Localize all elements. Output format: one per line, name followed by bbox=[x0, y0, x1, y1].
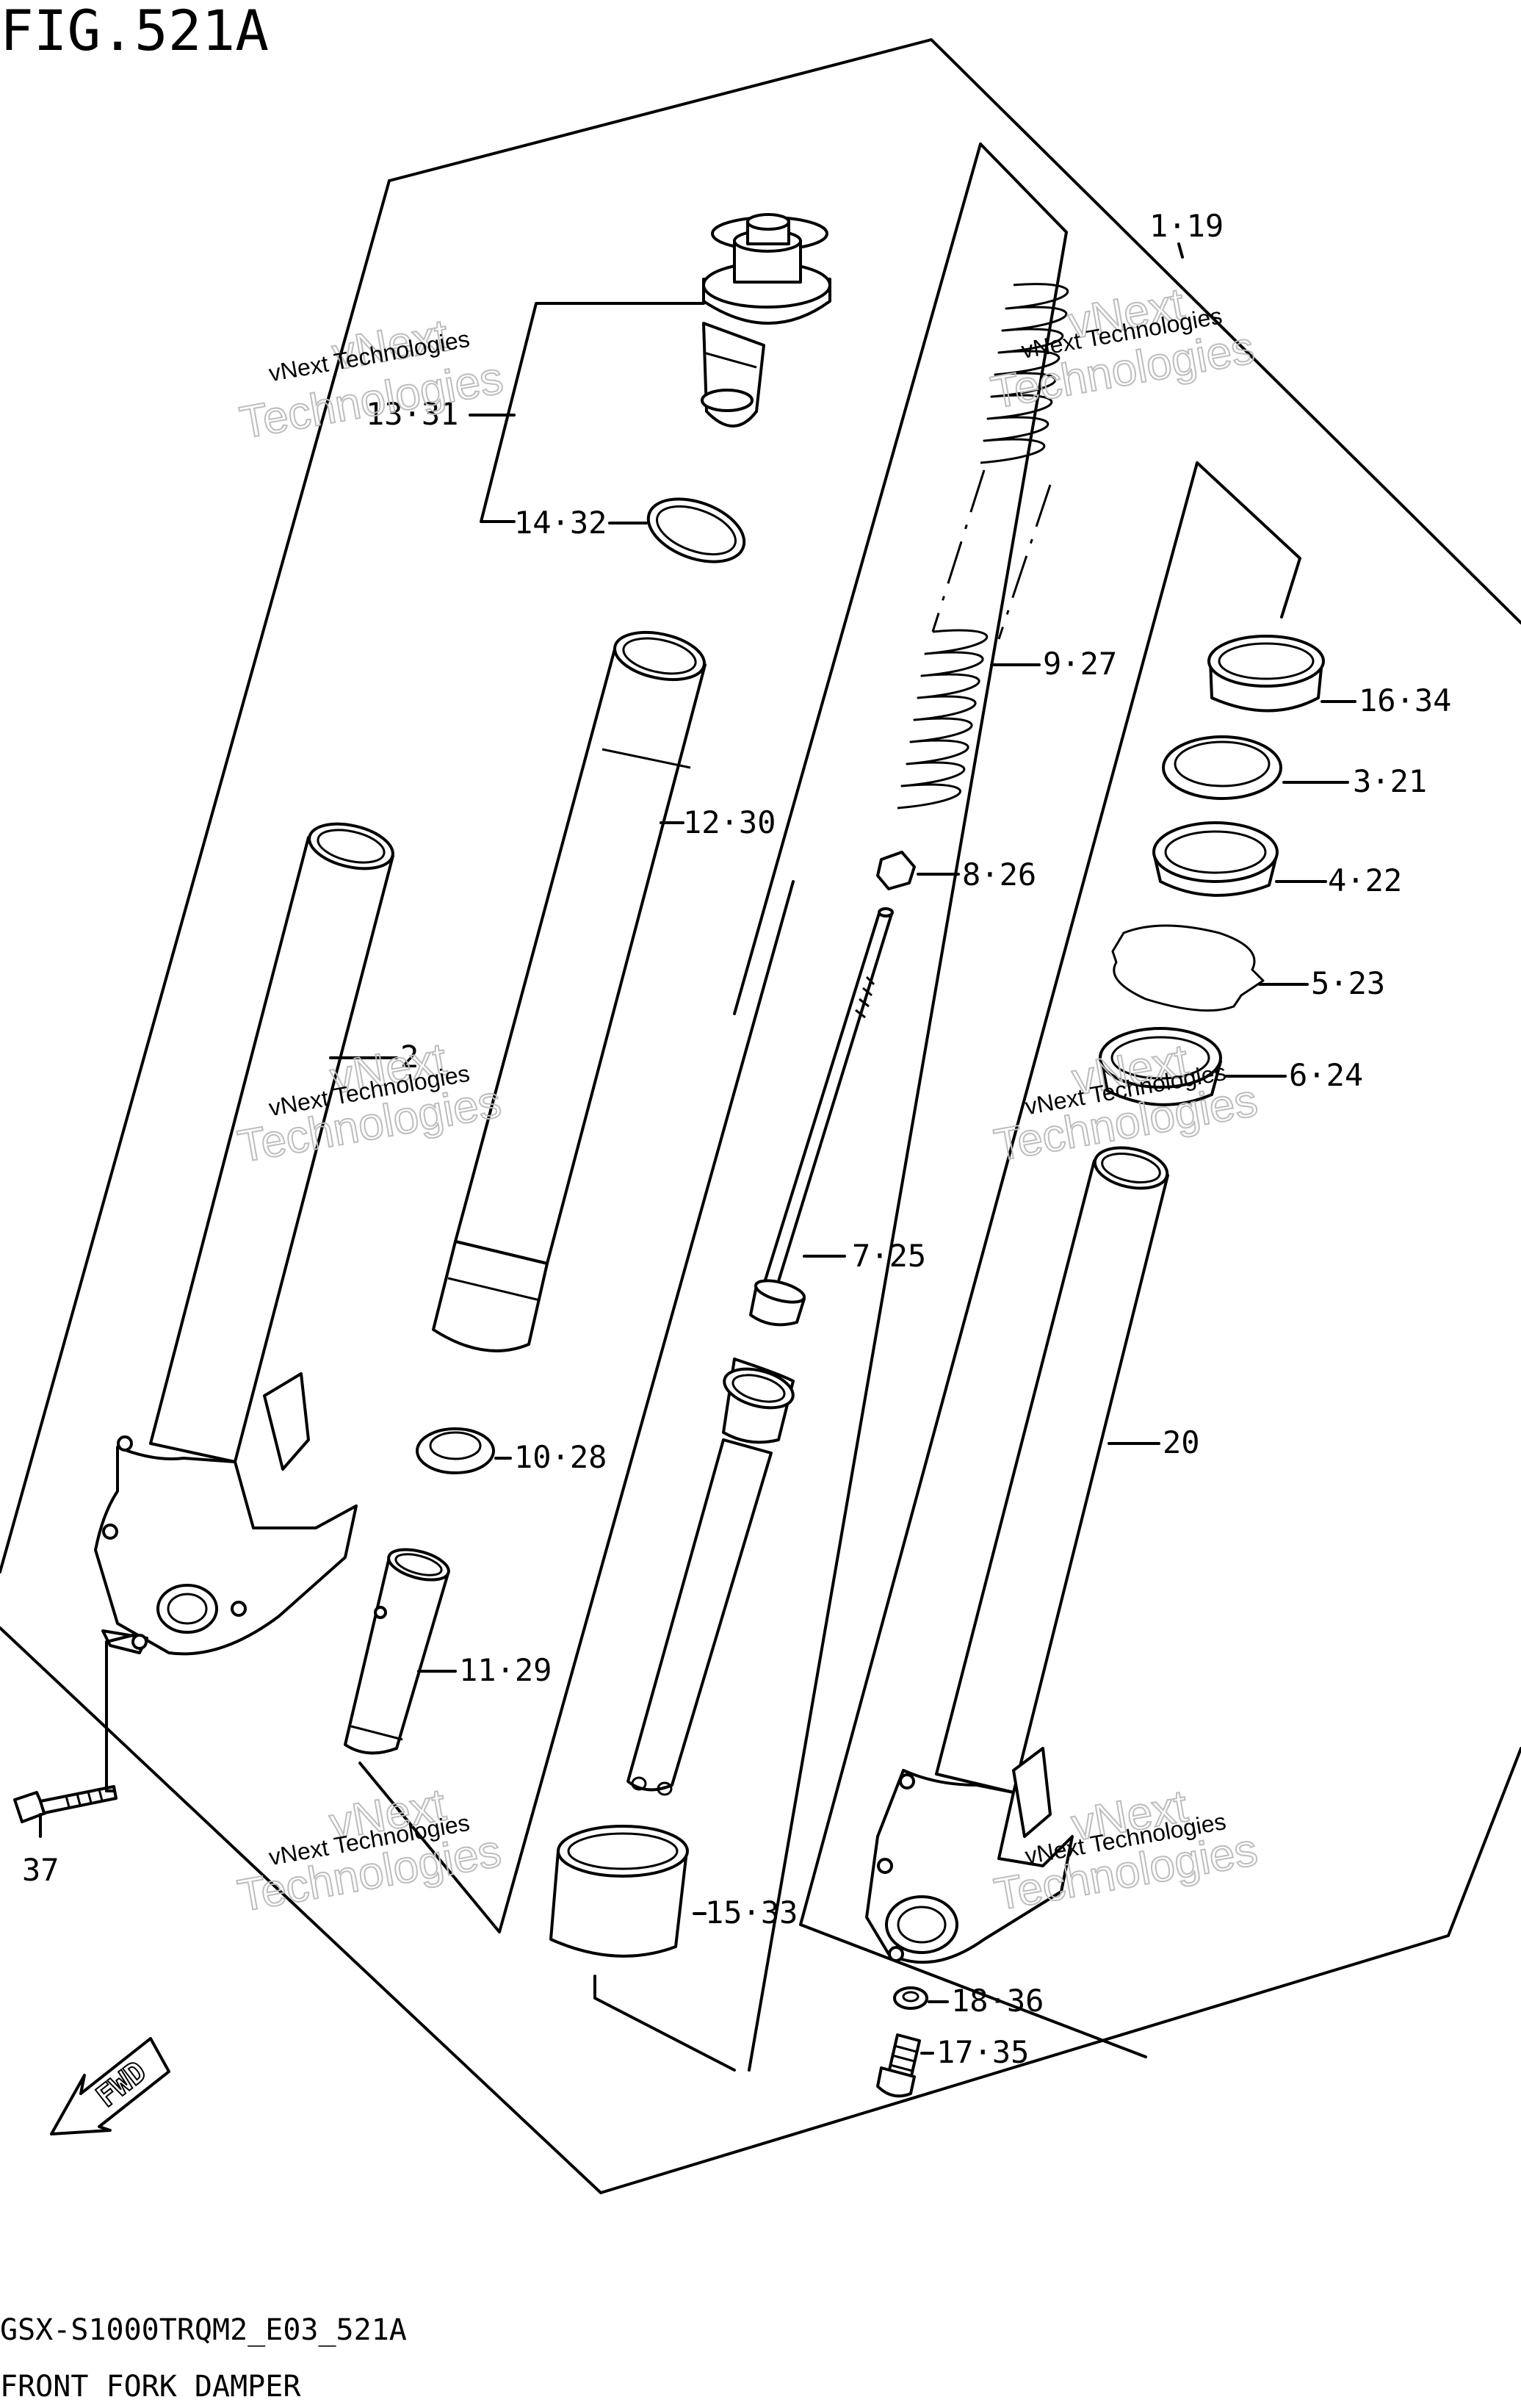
leader-1-19 bbox=[1177, 242, 1184, 259]
callout-15-33: 15·33 bbox=[705, 1895, 798, 1931]
callout-20: 20 bbox=[1163, 1424, 1200, 1460]
outer-tube-part bbox=[432, 630, 707, 1352]
oil-seal-part bbox=[1099, 1027, 1222, 1106]
bolt-part bbox=[13, 1785, 118, 1823]
subgroup-right-boundary bbox=[1196, 461, 1301, 619]
callout-9-27: 9·27 bbox=[1043, 646, 1117, 682]
callout-18-36: 18·36 bbox=[951, 1983, 1044, 2019]
adjuster-cap-part bbox=[701, 213, 831, 428]
assembly-boundary-left bbox=[0, 179, 391, 1574]
damper-rod-part bbox=[626, 907, 894, 1796]
callout-17-35: 17·35 bbox=[936, 2034, 1029, 2070]
subgroup-bottom-boundary bbox=[593, 1975, 736, 2072]
callout-16-34: 16·34 bbox=[1359, 682, 1451, 718]
fwd-arrow-icon: FWD bbox=[50, 2037, 170, 2135]
subgroup-center-boundary bbox=[748, 143, 1068, 2072]
watermark-top-right: vNext Technologies vNext Technologies bbox=[986, 278, 1258, 419]
callout-37: 37 bbox=[22, 1852, 59, 1888]
bushing-large-part bbox=[549, 1825, 689, 1958]
assembly-boundary-bottom bbox=[0, 1626, 1521, 2194]
spring-upper-part bbox=[980, 283, 1069, 464]
subgroup-center-boundary-2 bbox=[733, 143, 982, 1015]
callout-7-25: 7·25 bbox=[852, 1238, 926, 1274]
callout-5-23: 5·23 bbox=[1311, 965, 1385, 1001]
bushing-small-part bbox=[416, 1427, 495, 1474]
subgroup-right-boundary-2 bbox=[799, 461, 1199, 2058]
watermark-mid-right: vNext Technologies vNext Technologies bbox=[990, 1034, 1262, 1172]
inner-cylinder-part bbox=[344, 1548, 450, 1755]
o-ring-inner bbox=[656, 505, 737, 556]
callout-13-31: 13·31 bbox=[366, 396, 458, 432]
watermark-bottom-left: vNext Technologies vNext Technologies bbox=[234, 1778, 505, 1922]
callout-11-29: 11·29 bbox=[459, 1652, 552, 1688]
callout-8-26: 8·26 bbox=[962, 857, 1036, 893]
callout-3-21: 3·21 bbox=[1353, 763, 1427, 799]
subgroup-left-boundary bbox=[358, 880, 795, 1933]
stopper-ring-part bbox=[1162, 735, 1282, 800]
callout-14-32: 14·32 bbox=[514, 505, 607, 541]
stopper-clip-part bbox=[1111, 924, 1265, 1012]
callout-12-30: 12·30 bbox=[683, 804, 776, 840]
o-ring-part bbox=[646, 497, 746, 563]
washer-part bbox=[893, 1986, 928, 2010]
nut-part bbox=[876, 851, 916, 890]
assembly-boundary bbox=[388, 38, 1521, 624]
callout-10-28: 10·28 bbox=[514, 1439, 607, 1475]
figure-title: FIG.521A bbox=[0, 0, 269, 63]
callout-2: 2 bbox=[400, 1039, 419, 1075]
callout-1-19: 1·19 bbox=[1149, 208, 1224, 244]
leader-37 bbox=[105, 1633, 137, 1792]
dust-seal-part bbox=[1152, 821, 1279, 897]
right-fork-tube-part bbox=[865, 1146, 1169, 1964]
leader-13-31 bbox=[480, 302, 705, 523]
callout-6-24: 6·24 bbox=[1289, 1057, 1363, 1093]
callout-4-22: 4·22 bbox=[1328, 862, 1402, 898]
spring-lower-part bbox=[897, 629, 989, 810]
spring-guide-line-left bbox=[931, 469, 986, 632]
spring-guide-line-right bbox=[997, 484, 1052, 640]
left-fork-tube-part bbox=[94, 822, 394, 1656]
drain-bolt-part bbox=[876, 2033, 921, 2098]
footer-model-code: GSX-S1000TRQM2_E03_521A bbox=[0, 2313, 407, 2347]
watermark-top-left: vNext Technologies vNext Technologies bbox=[236, 309, 507, 450]
footer-section-name: FRONT FORK DAMPER bbox=[0, 2370, 301, 2404]
collar-part bbox=[1207, 635, 1325, 713]
